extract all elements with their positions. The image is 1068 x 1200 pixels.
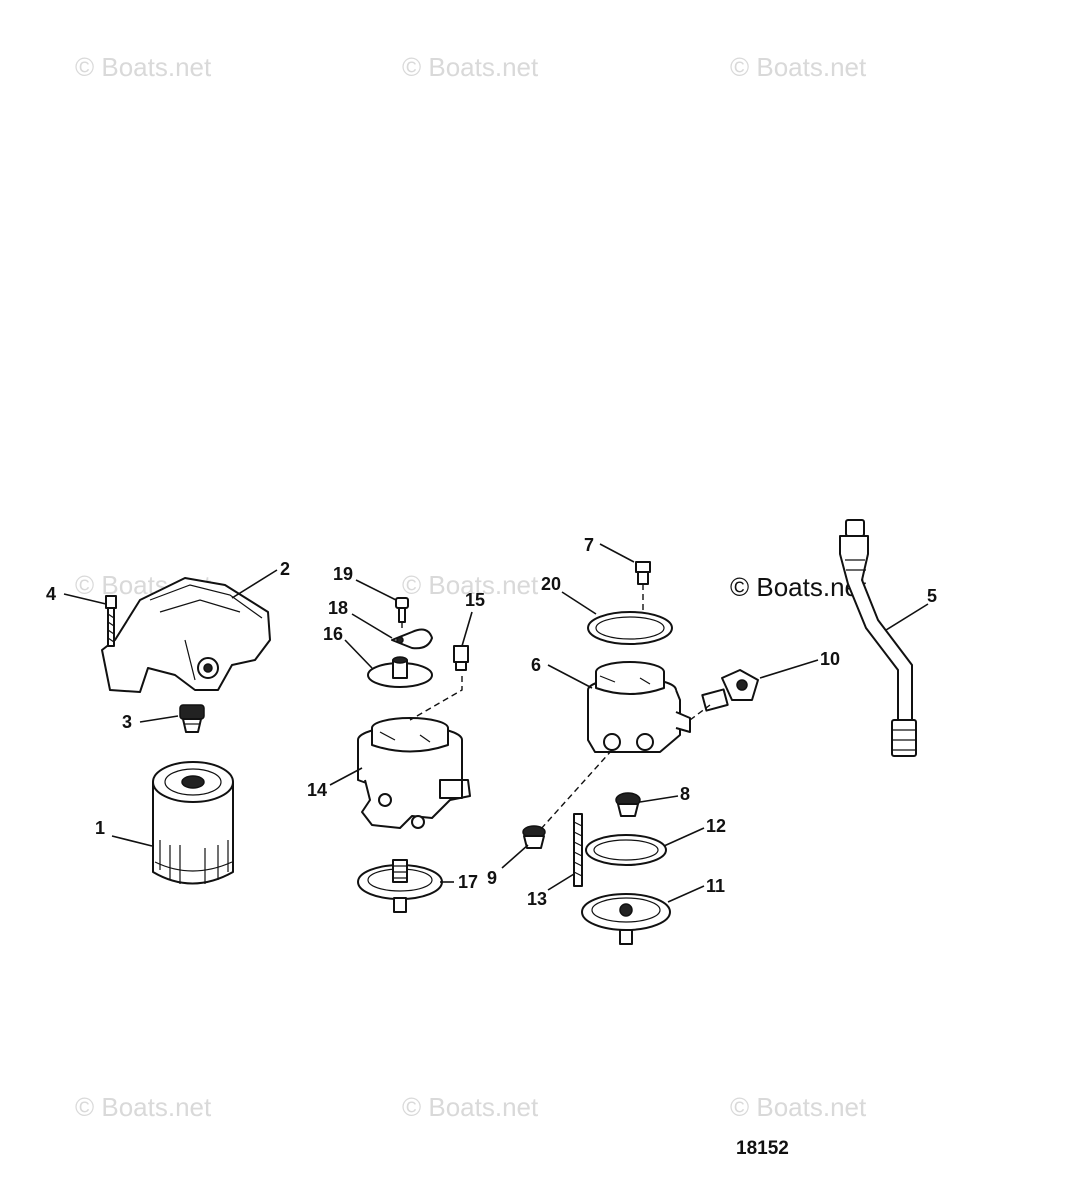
part-adapter-stud: [357, 859, 443, 913]
watermark: © Boats.net: [402, 52, 539, 82]
part-filter-adapter-bracket: [101, 577, 271, 693]
leader-lines: [63, 543, 929, 903]
part-clip: [391, 628, 433, 650]
callout-10: 10: [820, 649, 840, 669]
callout-20: 20: [541, 574, 561, 594]
callout-12: 12: [706, 816, 726, 836]
part-plug-small: [522, 825, 546, 849]
part-screw: [395, 597, 409, 623]
part-bolt: [105, 595, 117, 647]
watermark: © Boats.net: [730, 52, 867, 82]
part-o-ring-large: [587, 611, 673, 645]
watermark: © Boats.net: [730, 1092, 867, 1122]
callout-17: 17: [458, 872, 478, 892]
watermark: © Boats.net: [402, 1092, 539, 1122]
part-o-ring-small: [585, 834, 667, 866]
watermark: © Boats.net: [75, 1092, 212, 1122]
part-fitting: [179, 704, 205, 733]
part-elbow-fitting: [701, 669, 759, 712]
callout-8: 8: [680, 784, 690, 804]
callout-9: 9: [487, 868, 497, 888]
callout-4: 4: [46, 584, 56, 604]
part-plug-right: [615, 792, 641, 817]
part-filter-housing-left: [357, 717, 471, 829]
callout-18: 18: [328, 598, 348, 618]
part-adapter-right: [581, 893, 671, 945]
callout-3: 3: [122, 712, 132, 732]
callout-7: 7: [584, 535, 594, 555]
assembly-line: [409, 676, 463, 721]
part-oil-line: [839, 519, 917, 757]
callout-2: 2: [280, 559, 290, 579]
part-oil-filter: [152, 761, 234, 885]
watermark-prominent: © Boats.net: [730, 572, 867, 602]
callout-16: 16: [323, 624, 343, 644]
part-sensor: [635, 561, 651, 585]
figure-number: 18152: [736, 1138, 789, 1159]
callout-14: 14: [307, 780, 327, 800]
watermark: © Boats.net: [75, 52, 212, 82]
part-stud: [573, 813, 583, 887]
callout-15: 15: [465, 590, 485, 610]
callout-5: 5: [927, 586, 937, 606]
part-filter-housing-right: [587, 661, 691, 753]
callout-1: 1: [95, 818, 105, 838]
part-plug: [453, 645, 469, 671]
assembly-line: [689, 704, 711, 721]
callout-6: 6: [531, 655, 541, 675]
part-gasket-plate: [367, 656, 433, 688]
callout-11: 11: [706, 876, 725, 896]
assembly-line: [539, 749, 613, 831]
watermark: © Boats.net: [402, 570, 539, 600]
callout-19: 19: [333, 564, 353, 584]
callout-13: 13: [527, 889, 547, 909]
